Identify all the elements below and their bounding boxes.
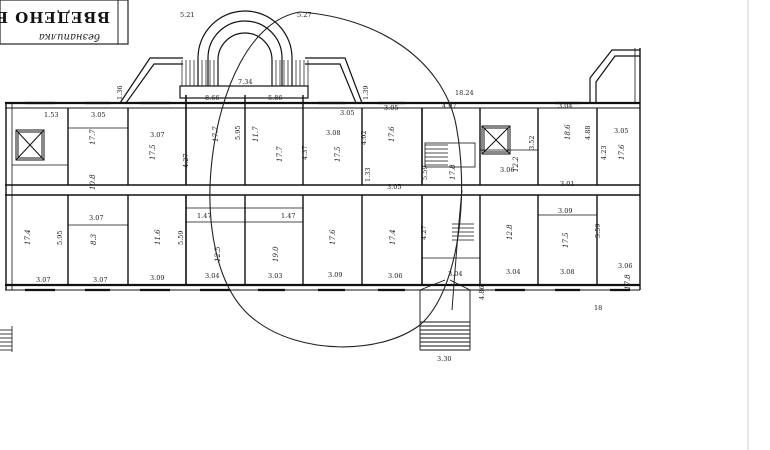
dim-label: 5.21	[180, 11, 194, 19]
dim-label: 5.95	[234, 126, 242, 140]
dim-label: 3.07	[93, 276, 107, 284]
room-area: 11.7	[252, 126, 260, 142]
room-area: 17.4	[24, 229, 32, 245]
room-area: 17.8	[449, 164, 457, 180]
dim-label: 3.07	[150, 131, 164, 139]
room-area: 17.5	[562, 232, 570, 248]
room-area: 17.4	[389, 229, 397, 245]
dim-label: 3.09	[328, 271, 342, 279]
dim-label: 3.52	[528, 136, 536, 150]
dim-label: 3.01	[560, 180, 574, 188]
approval-stamp: ВВЕДЕНО В безнапилка	[0, 0, 129, 45]
dim-label: 4.86	[478, 286, 486, 300]
dim-label: 7.34	[238, 78, 252, 86]
room-area: 17.6	[618, 144, 626, 160]
projections	[119, 10, 640, 104]
room-area: 17.7	[212, 126, 220, 142]
room-area: 12.5	[214, 246, 222, 262]
dim-label: 5.59	[421, 166, 429, 180]
room-area: 17.6	[329, 229, 337, 245]
dim-label: 1.53	[44, 111, 58, 119]
dim-label: 18	[594, 304, 602, 312]
dim-label: 4.37	[301, 146, 309, 160]
left-steps	[0, 326, 13, 352]
room-area: 17.6	[388, 126, 396, 142]
dim-label: 3.08	[326, 129, 340, 137]
dimension-labels: 5.21 5.27 7.34 18.24 8.66 5.86 4.07 3.04…	[36, 11, 632, 363]
room-area: 8.3	[90, 233, 98, 245]
dim-label: 3.07	[36, 276, 50, 284]
room-area: 18.6	[564, 124, 572, 140]
dim-label: 3.04	[205, 272, 219, 280]
dim-label: 18.24	[455, 89, 474, 97]
dim-label: 3.04	[448, 270, 462, 278]
room-area-labels: 17.7 17.5 10.8 17.7 11.7 17.7 17.5 17.6 …	[24, 124, 632, 290]
room-area: 17.8	[624, 274, 632, 290]
room-area: 17.5	[334, 146, 342, 162]
dim-label: 3.03	[268, 272, 282, 280]
stamp-line-2: безнапилка	[39, 31, 100, 42]
dim-label: 3.30	[437, 355, 451, 363]
dim-label: 5.86	[268, 94, 282, 102]
building-walls	[5, 48, 641, 291]
dim-label: 8.66	[205, 94, 219, 102]
dim-label: 3.06	[500, 166, 514, 174]
room-area: 12.2	[512, 156, 520, 172]
dim-label: 3.05	[384, 104, 398, 112]
dim-label: 3.09	[150, 274, 164, 282]
stamp-line-1: ВВЕДЕНО В	[0, 8, 110, 26]
dim-label: 1.47	[197, 212, 211, 220]
dim-label: 3.04	[506, 268, 520, 276]
dim-label: 3.05	[387, 183, 401, 191]
dim-label: 3.07	[89, 214, 103, 222]
dim-label: 5.95	[56, 231, 64, 245]
room-area: 19.0	[272, 246, 280, 262]
dim-label: 4.27	[420, 226, 428, 240]
dim-label: 4.88	[584, 126, 592, 140]
dim-label: 1.36	[116, 86, 124, 100]
hand-drawn-line	[451, 189, 463, 311]
dim-label: 3.06	[388, 272, 402, 280]
dim-label: 5.59	[177, 231, 185, 245]
dim-label: 4.07	[442, 102, 456, 110]
hand-drawn-circle	[209, 11, 463, 348]
elevator-shafts	[15, 125, 511, 161]
dim-label: 4.27	[182, 154, 190, 168]
dim-label: 3.09	[558, 207, 572, 215]
entrance-stair	[419, 279, 471, 351]
room-area: 17.7	[89, 129, 97, 145]
dim-label: 3.06	[618, 262, 632, 270]
dim-label: 5.59	[594, 224, 602, 238]
room-area: 10.8	[89, 174, 97, 190]
dim-label: 5.27	[297, 11, 311, 19]
dim-label: 3.05	[91, 111, 105, 119]
dim-label: 3.04	[558, 102, 572, 110]
room-area: 11.6	[154, 229, 162, 245]
dim-label: 4.23	[600, 146, 608, 160]
dim-label: 3.05	[614, 127, 628, 135]
room-area: 17.5	[149, 144, 157, 160]
windows	[25, 101, 630, 292]
dim-label: 4.02	[360, 131, 368, 145]
dim-label: 3.08	[560, 268, 574, 276]
dim-label: 1.47	[281, 212, 295, 220]
room-area: 17.7	[276, 146, 284, 162]
stairwell	[424, 142, 476, 241]
arch-steps	[181, 60, 309, 86]
dim-label: 1.33	[364, 168, 372, 182]
room-area: 12.8	[506, 224, 514, 240]
dim-label: 1.39	[362, 86, 370, 100]
dim-label: 3.05	[340, 109, 354, 117]
